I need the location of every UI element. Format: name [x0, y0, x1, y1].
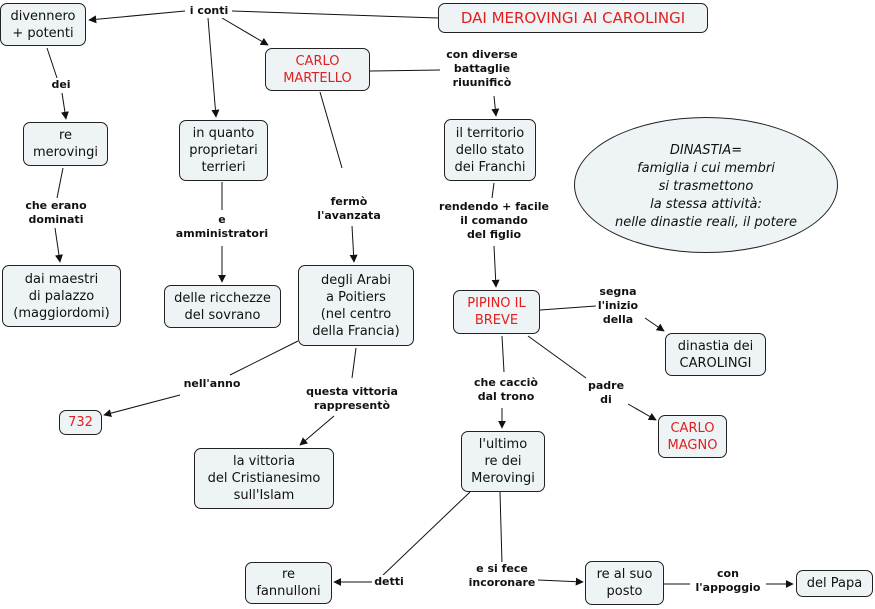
label-padre-di: padre di [585, 379, 627, 407]
node-ricchezze-sovrano: delle ricchezze del sovrano [164, 285, 281, 328]
label-che-erano-dominati: che erano dominati [23, 199, 89, 227]
node-territorio-franchi: il territorio dello stato dei Franchi [444, 119, 536, 181]
label-e-si-fece-incoronare: e si fece incoronare [466, 562, 538, 590]
connector-title-iconti [231, 10, 439, 19]
node-pipino-il-breve: PIPINO IL BREVE [453, 290, 540, 334]
node-dinastia-definizione: DINASTIA= famiglia i cui membri si trasm… [574, 117, 838, 253]
connector-cheerano-maestri [54, 227, 63, 263]
label-con-appoggio: con l'appoggio [693, 567, 763, 595]
label-segna-inizio: segna l'inizio della [595, 285, 641, 327]
label-dei: dei [49, 78, 73, 92]
connector-iconti-divennero [88, 10, 186, 24]
label-rendendo-facile: rendendo + facile il comando del figlio [437, 200, 551, 242]
connector-pipino-segna [539, 305, 597, 311]
connector-dei-re [60, 92, 69, 120]
connector-carlo-fermo [319, 91, 343, 169]
node-re-merovingi: re merovingi [23, 122, 108, 166]
map-title: DAI MEROVINGI AI CAROLINGI [438, 3, 708, 33]
connector-battaglie-territorio [491, 95, 500, 117]
connector-pipino-checaccio [501, 335, 505, 373]
connector-carlo-battaglie [369, 69, 441, 72]
label-fermo-avanzata: fermò l'avanzata [315, 195, 383, 223]
connector-iconti-carlo [221, 17, 269, 46]
label-con-diverse-battaglie: con diverse battaglie riuunificò [444, 48, 520, 90]
label-e-amministratori: e amministratori [173, 213, 271, 241]
connector-divennero-dei [46, 47, 58, 79]
node-re-fannulloni: re fannulloni [245, 562, 332, 604]
node-vittoria-cristianesimo: la vittoria del Cristianesimo sull'Islam [194, 448, 334, 509]
connector-arabi-anno [229, 340, 299, 376]
connector-anno-732 [103, 394, 181, 418]
node-proprietari-terrieri: in quanto proprietari terrieri [179, 120, 268, 181]
node-maestri-di-palazzo: dai maestri di palazzo (maggiordomi) [2, 265, 121, 327]
connector-fermo-arabi [349, 225, 358, 263]
node-arabi-poitiers: degli Arabi a Poitiers (nel centro della… [298, 265, 414, 346]
connector-iconti-proprietari [207, 17, 220, 118]
node-ultimo-re-merovingi: l'ultimo re dei Merovingi [461, 431, 545, 492]
connector-esifece-posto [537, 577, 584, 586]
connector-questa-vittoria [299, 415, 335, 446]
connector-segna-dinastia [644, 317, 665, 332]
node-del-papa: del Papa [796, 570, 873, 597]
label-questa-vittoria: questa vittoria rappresentò [304, 385, 400, 413]
label-detti: detti [372, 575, 406, 589]
label-i-conti: i conti [187, 4, 231, 18]
label-che-caccio: che cacciò dal trono [472, 376, 540, 404]
connector-rendendo-pipino [491, 245, 500, 288]
node-divennero-potenti: divennero + potenti [0, 3, 86, 46]
node-re-al-suo-posto: re al suo posto [585, 561, 664, 605]
connector-arabi-questa [351, 347, 357, 379]
connector-padre-magno [627, 403, 657, 421]
connector-ultimo-esifece [499, 491, 503, 565]
label-nell-anno: nell'anno [181, 377, 243, 391]
connector-ultimo-detti [379, 491, 471, 579]
node-anno-732: 732 [59, 410, 102, 435]
node-carlo-martello: CARLO MARTELLO [265, 48, 370, 91]
node-dinastia-carolingi: dinastia dei CAROLINGI [665, 333, 766, 376]
connector-re-cheerano [56, 167, 64, 199]
connector-pipino-padre [527, 335, 587, 379]
connector-territorio-rendendo [491, 182, 495, 199]
node-carlo-magno: CARLO MAGNO [658, 415, 727, 458]
